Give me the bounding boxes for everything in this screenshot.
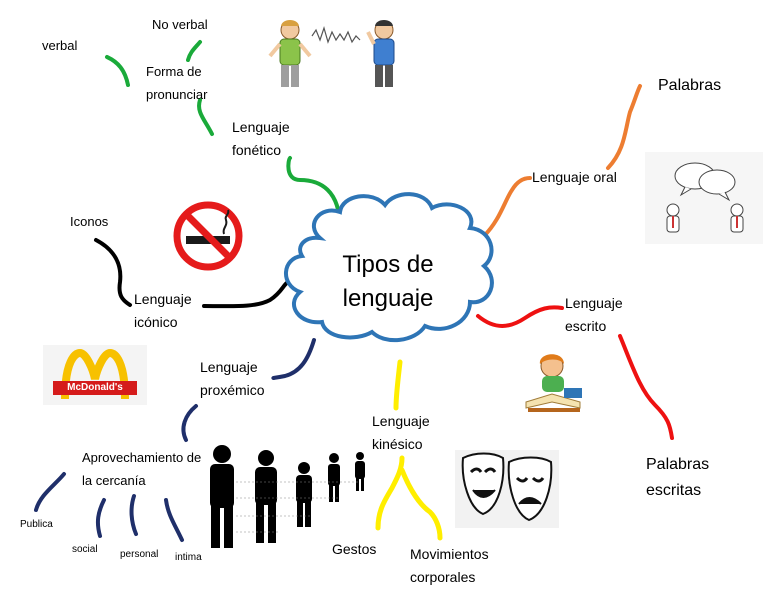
palabras-escritas-line2: escritas: [646, 482, 702, 499]
no-smoking-sign-image: [173, 201, 243, 271]
fonetico-label-line1: Lenguaje: [232, 119, 290, 135]
fonetico-noverbal-link: [186, 40, 202, 62]
palabras-escritas-label: Palabras escritas: [646, 452, 709, 504]
iconico-iconos-link: [94, 238, 132, 307]
movimientos-label-line1: Movimientos: [410, 546, 489, 562]
conversation-image: [645, 152, 763, 244]
distance-personal-label: personal: [120, 549, 159, 560]
fonetico-branch: [286, 156, 342, 230]
distance-intima-link: [164, 498, 184, 542]
distance-social-label: social: [72, 544, 98, 555]
fonetico-pronunciar-link: [197, 98, 214, 136]
gestos-label: Gestos: [332, 541, 377, 557]
verbal-label: verbal: [42, 38, 78, 53]
kinesico-branch: [393, 359, 403, 411]
distance-social-link: [95, 498, 106, 538]
oral-palabras-link: [606, 84, 642, 170]
central-topic-line2: lenguaje: [342, 285, 434, 312]
mcdonalds-logo: McDonald's: [43, 345, 147, 405]
escrito-branch: [476, 305, 564, 328]
cercania-label-line1: Aprovechamiento de: [82, 450, 202, 465]
proxemico-label-line1: Lenguaje: [200, 359, 258, 375]
fonetico-label: Lenguaje fonético: [232, 116, 290, 162]
proxemico-branch: [271, 338, 316, 380]
cercania-label: Aprovechamiento de la cercanía: [82, 446, 201, 492]
oral-label: Lenguaje oral: [532, 169, 617, 185]
kinesico-movimientos-link: [399, 467, 443, 541]
distance-publica-label: Publica: [20, 519, 53, 530]
mcdonalds-logo-text: McDonald's: [67, 382, 123, 393]
escrito-palabras-link: [618, 334, 674, 440]
distance-intima-label: intima: [175, 552, 202, 563]
distance-personal-link: [129, 494, 138, 536]
oral-palabras-label: Palabras: [658, 77, 722, 94]
proxemico-label-line2: proxémico: [200, 382, 265, 398]
iconico-label: Lenguaje icónico: [134, 288, 192, 334]
escrito-label-line2: escrito: [565, 318, 607, 334]
child-reading-image: [525, 354, 582, 412]
kinesico-label: Lenguaje kinésico: [372, 410, 430, 456]
pronunciar-label: Forma de pronunciar: [146, 60, 207, 106]
iconos-label: Iconos: [70, 214, 109, 229]
fonetico-verbal-link: [105, 55, 130, 87]
proxemico-cercania-link: [181, 404, 198, 442]
kinesico-label-line1: Lenguaje: [372, 413, 430, 429]
movimientos-label-line2: corporales: [410, 569, 476, 585]
talking-people-image: [268, 20, 395, 87]
distance-publica-link: [34, 472, 66, 512]
central-topic: Tipos de lenguaje: [318, 248, 458, 316]
escrito-label: Lenguaje escrito: [565, 292, 623, 338]
iconico-branch: [202, 280, 290, 309]
movimientos-label: Movimientos corporales: [410, 543, 489, 589]
pronunciar-label-line1: Forma de: [146, 64, 202, 79]
palabras-escritas-line1: Palabras: [646, 456, 710, 473]
central-topic-line1: Tipos de: [342, 251, 434, 278]
oral-branch: [482, 176, 532, 238]
proxemico-label: Lenguaje proxémico: [200, 356, 265, 402]
pronunciar-label-line2: pronunciar: [146, 87, 208, 102]
iconico-label-line2: icónico: [134, 314, 178, 330]
golden-arches-icon: [53, 348, 137, 400]
cercania-label-line2: la cercanía: [82, 473, 146, 488]
iconico-label-line1: Lenguaje: [134, 291, 192, 307]
no-verbal-label: No verbal: [152, 17, 208, 32]
fonetico-label-line2: fonético: [232, 142, 282, 158]
central-cloud: [284, 192, 494, 343]
kinesico-split-link: [375, 455, 405, 531]
escrito-label-line1: Lenguaje: [565, 295, 623, 311]
kinesico-label-line2: kinésico: [372, 436, 423, 452]
silhouettes-image: [210, 445, 365, 548]
theatre-masks-image: [455, 450, 559, 528]
